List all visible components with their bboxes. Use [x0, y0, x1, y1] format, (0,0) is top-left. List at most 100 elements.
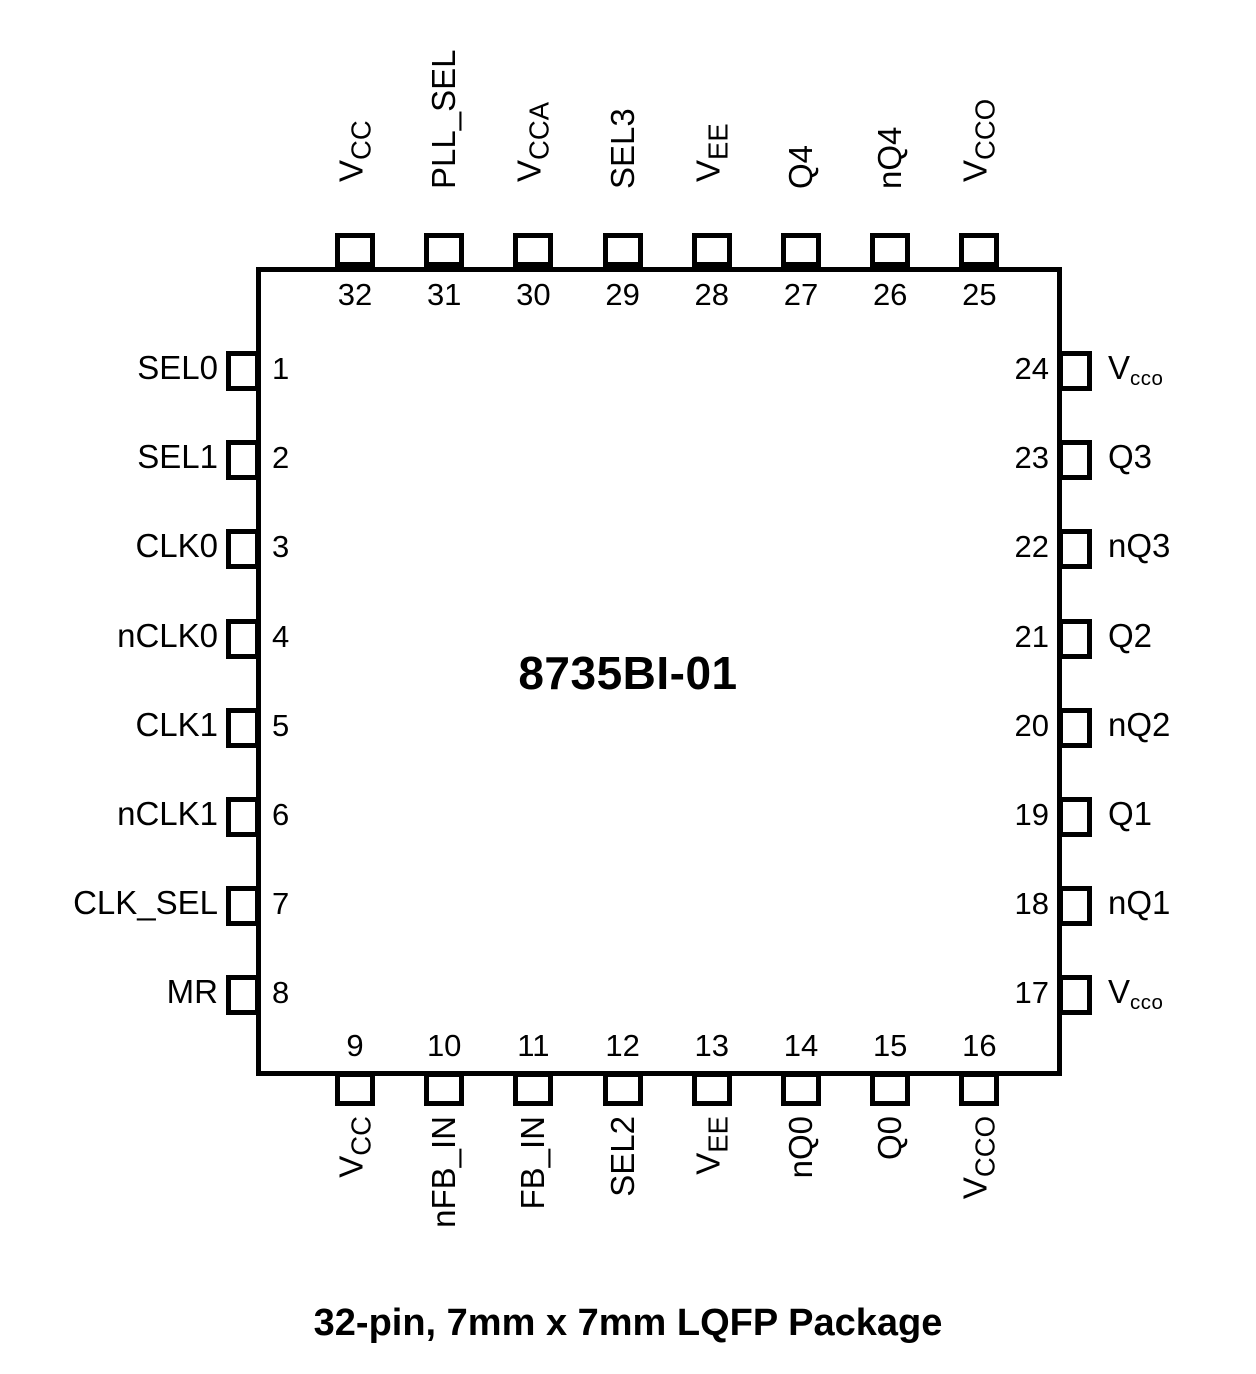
pin-number: 27 [783, 277, 819, 312]
pin-pad [424, 1072, 465, 1106]
pin-label: Q3 [1108, 438, 1153, 476]
pin-label: VEE [682, 20, 742, 227]
pin-pad [1058, 529, 1092, 570]
pin-pad [513, 1072, 554, 1106]
pin-number: 16 [962, 1028, 997, 1063]
pin-pad [1058, 440, 1092, 481]
pin-number: 29 [605, 277, 640, 312]
pin-number: 3 [272, 529, 290, 565]
pin-number: 14 [783, 1028, 819, 1063]
pin-label: VCCO [949, 20, 1009, 227]
package-body-outline [256, 267, 1062, 1076]
pin-pad [781, 233, 821, 267]
pin-pad [513, 233, 554, 267]
pin-pad [1058, 707, 1092, 748]
pin-pad [335, 1072, 375, 1106]
pin-number: 5 [272, 707, 290, 743]
pin-label: SEL3 [593, 20, 653, 227]
pin-number: 1 [272, 351, 290, 386]
pin-label-text: nQ4 [871, 126, 909, 189]
pin-label: CLK1 [135, 705, 218, 743]
pin-label-text: nFB_IN [425, 1116, 463, 1228]
pin-pad [691, 233, 732, 267]
pin-label: Q2 [1108, 616, 1153, 654]
pin-pad [781, 1072, 821, 1106]
pin-number: 8 [272, 975, 290, 1011]
pin-pad [602, 1072, 643, 1106]
pin-number: 4 [272, 618, 290, 654]
pin-number: 21 [1014, 618, 1049, 654]
pin-number: 2 [272, 440, 290, 476]
pin-pad [1058, 975, 1092, 1016]
pin-label: Q1 [1108, 795, 1153, 832]
pin-pad [226, 529, 260, 570]
pin-pad [424, 233, 465, 267]
pin-label-text: FB_IN [514, 1116, 552, 1210]
pin-label: SEL0 [137, 349, 218, 386]
pin-label: CLK_SEL [73, 884, 218, 922]
pin-label: PLL_SEL [414, 20, 474, 227]
pin-number: 28 [694, 277, 730, 312]
pin-label-text: SEL2 [603, 1116, 641, 1197]
pin-label-text: PLL_SEL [425, 49, 463, 189]
pin-label: VCC [325, 20, 385, 227]
pin-number: 15 [872, 1028, 908, 1063]
pin-number: 12 [605, 1028, 640, 1063]
pin-label: nCLK0 [117, 616, 218, 654]
pin-label-text: VCC [332, 120, 377, 183]
pin-label: nCLK1 [117, 795, 218, 832]
pin-pad [1058, 618, 1092, 659]
pin-label: nQ2 [1108, 705, 1171, 743]
pin-pad [226, 797, 260, 837]
pin-label: nQ1 [1108, 884, 1171, 922]
pin-label: nQ4 [860, 20, 920, 227]
pin-number: 23 [1014, 440, 1049, 476]
pin-pad [226, 440, 260, 481]
pin-pad [870, 1072, 911, 1106]
pin-label: Vcco [1108, 349, 1164, 390]
pin-pad [870, 233, 911, 267]
pin-number: 13 [694, 1028, 730, 1063]
pin-label-text: VEE [689, 1116, 734, 1175]
pin-pad [691, 1072, 732, 1106]
pin-label: VCCA [503, 20, 563, 227]
pin-pad [1058, 351, 1092, 391]
pin-label: Vcco [1108, 973, 1164, 1015]
part-number-label: 8735BI-01 [518, 647, 738, 699]
pin-label-text: Q0 [871, 1116, 909, 1161]
pin-pad [1058, 886, 1092, 927]
pin-number: 20 [1014, 707, 1049, 743]
pin-number: 10 [426, 1028, 462, 1063]
pin-pad [959, 1072, 1000, 1106]
pin-number: 18 [1014, 886, 1049, 922]
pin-number: 30 [516, 277, 551, 312]
pin-number: 22 [1014, 529, 1049, 565]
pin-pad [226, 707, 260, 748]
pin-label-text: VEE [689, 123, 734, 183]
pin-number: 7 [272, 886, 290, 922]
pin-pad [1058, 797, 1092, 837]
pin-pad [226, 351, 260, 391]
pin-pad [226, 975, 260, 1016]
pin-label: SEL1 [137, 438, 218, 476]
pin-number: 25 [962, 277, 997, 312]
pin-number: 11 [517, 1028, 550, 1063]
pin-number: 19 [1014, 797, 1049, 832]
pin-number: 32 [337, 277, 373, 312]
pin-label: Q4 [771, 20, 831, 227]
pin-pad [226, 886, 260, 927]
pin-pad [959, 233, 1000, 267]
pin-label-text: Q4 [782, 144, 819, 189]
package-caption: 32-pin, 7mm x 7mm LQFP Package [313, 1302, 943, 1344]
pin-label: CLK0 [135, 527, 218, 565]
pin-pad [335, 233, 375, 267]
pin-label: nQ3 [1108, 527, 1171, 565]
pin-label: MR [166, 973, 218, 1011]
pin-number: 9 [346, 1028, 364, 1063]
pin-label-text: VCC [332, 1116, 377, 1178]
pin-label-text: VCCO [957, 1116, 1001, 1200]
pin-pad [602, 233, 643, 267]
pin-label-text: SEL3 [603, 108, 641, 189]
pin-number: 6 [272, 797, 290, 832]
